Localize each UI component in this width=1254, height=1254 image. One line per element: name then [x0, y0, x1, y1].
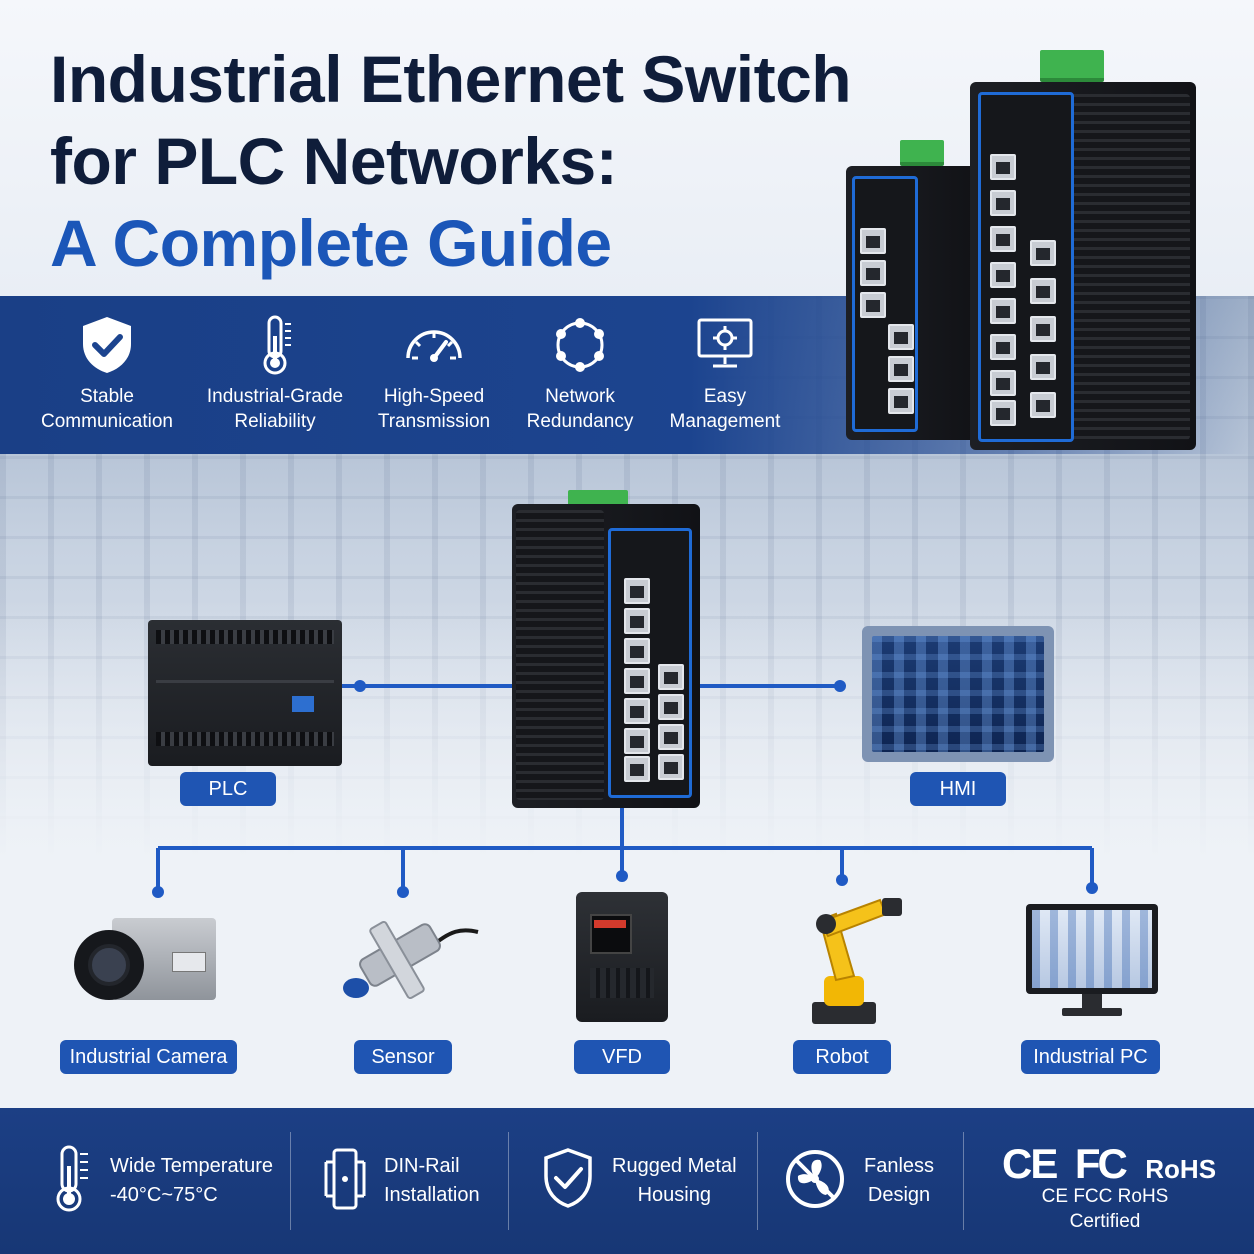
ethernet-port: [1030, 392, 1056, 418]
ethernet-port: [1030, 316, 1056, 342]
ethernet-port: [624, 728, 650, 754]
sensor-image: [340, 910, 480, 1010]
heat-sink-fins: [1070, 94, 1190, 440]
ethernet-port: [990, 226, 1016, 252]
spec-wide-temperature: Wide Temperature -40°C~75°C: [50, 1138, 280, 1228]
spec-divider: [963, 1132, 964, 1230]
terminal-block: [1040, 50, 1104, 82]
ethernet-port: [624, 578, 650, 604]
speedometer-icon: [406, 330, 462, 362]
plc-image: [148, 620, 342, 766]
spec-band: [0, 1108, 1254, 1254]
ethernet-port: [990, 400, 1016, 426]
feature-network-redundancy: Network Redundancy: [495, 314, 665, 434]
ethernet-port: [624, 668, 650, 694]
ethernet-port: [860, 228, 886, 254]
ethernet-port: [624, 608, 650, 634]
ce-mark: CE: [1002, 1140, 1058, 1187]
feature-label: Easy Management: [669, 386, 781, 432]
spec-text: Wide Temperature -40°C~75°C: [110, 1155, 274, 1206]
spec-divider: [757, 1132, 758, 1230]
robot-label: Robot: [793, 1040, 891, 1074]
spec-rugged-metal-housing: Rugged Metal Housing: [540, 1138, 740, 1228]
ethernet-port: [990, 298, 1016, 324]
feature-label: High-Speed Transmission: [377, 386, 491, 432]
feature-label: Network Redundancy: [526, 386, 634, 432]
heat-sink-fins: [516, 510, 604, 800]
ethernet-port: [1030, 240, 1056, 266]
spec-text: DIN-Rail Installation: [384, 1155, 480, 1206]
ethernet-port: [990, 262, 1016, 288]
ethernet-port: [1030, 354, 1056, 380]
monitor-gear-icon: [697, 318, 753, 368]
din-rail-icon: [324, 1148, 366, 1210]
page-title: Industrial Ethernet Switch for PLC Netwo…: [50, 38, 852, 284]
ethernet-port: [658, 754, 684, 780]
ethernet-port: [1030, 278, 1056, 304]
spec-text: Fanless Design: [864, 1155, 935, 1206]
ring-network-icon: [556, 318, 604, 372]
shield-check-icon: [544, 1148, 592, 1208]
spec-text: Rugged Metal Housing: [612, 1155, 737, 1206]
feature-label: Stable Communication: [41, 386, 173, 432]
ethernet-port: [990, 154, 1016, 180]
ethernet-port: [624, 698, 650, 724]
title-line-1: Industrial Ethernet Switch: [50, 42, 852, 116]
central-switch-image: [512, 490, 700, 808]
hmi-image: [862, 626, 1054, 762]
ethernet-port: [860, 292, 886, 318]
title-line-3: A Complete Guide: [50, 206, 612, 280]
vfd-label: VFD: [574, 1040, 670, 1074]
no-fan-icon: [786, 1150, 844, 1208]
spec-divider: [508, 1132, 509, 1230]
hmi-label: HMI: [910, 772, 1006, 806]
ethernet-port: [990, 190, 1016, 216]
terminal-block: [900, 140, 944, 166]
plc-label: PLC: [180, 772, 276, 806]
ethernet-port: [860, 260, 886, 286]
spec-divider: [290, 1132, 291, 1230]
shield-check-icon: [83, 317, 131, 373]
industrial-camera-label: Industrial Camera: [60, 1040, 237, 1074]
sensor-label: Sensor: [354, 1040, 452, 1074]
feature-label: Industrial-Grade Reliability: [206, 386, 344, 432]
title-line-2: for PLC Networks:: [50, 124, 618, 198]
spec-fanless-design: Fanless Design: [784, 1138, 954, 1228]
certification-text: CE FCC RoHS Certified: [1041, 1186, 1169, 1232]
feature-industrial-grade-reliability: Industrial-Grade Reliability: [190, 314, 360, 434]
ethernet-port: [990, 370, 1016, 396]
thermometer-icon: [263, 315, 291, 375]
ethernet-port: [658, 724, 684, 750]
feature-easy-management: Easy Management: [640, 314, 810, 434]
robot-image: [796, 880, 908, 1026]
vfd-image: [576, 892, 668, 1022]
switch-large-image: [970, 50, 1196, 450]
certification-marks: CE FC RoHS: [1002, 1140, 1216, 1188]
rohs-mark: RoHS: [1145, 1154, 1217, 1184]
ethernet-port: [888, 388, 914, 414]
ethernet-port: [658, 694, 684, 720]
fcc-mark: FC: [1074, 1140, 1128, 1187]
feature-stable-communication: Stable Communication: [22, 314, 192, 434]
switch-front-panel: [608, 528, 692, 798]
ethernet-port: [990, 334, 1016, 360]
ethernet-port: [624, 638, 650, 664]
industrial-pc-label: Industrial PC: [1021, 1040, 1160, 1074]
thermometer-icon: [56, 1145, 88, 1212]
ethernet-port: [888, 324, 914, 350]
feature-high-speed-transmission: High-Speed Transmission: [349, 314, 519, 434]
industrial-pc-image: [1026, 904, 1158, 1020]
ethernet-port: [624, 756, 650, 782]
switch-small-image: [846, 140, 976, 440]
spec-din-rail: DIN-Rail Installation: [322, 1138, 502, 1228]
ethernet-port: [658, 664, 684, 690]
ethernet-port: [888, 356, 914, 382]
industrial-camera-image: [72, 914, 218, 1006]
